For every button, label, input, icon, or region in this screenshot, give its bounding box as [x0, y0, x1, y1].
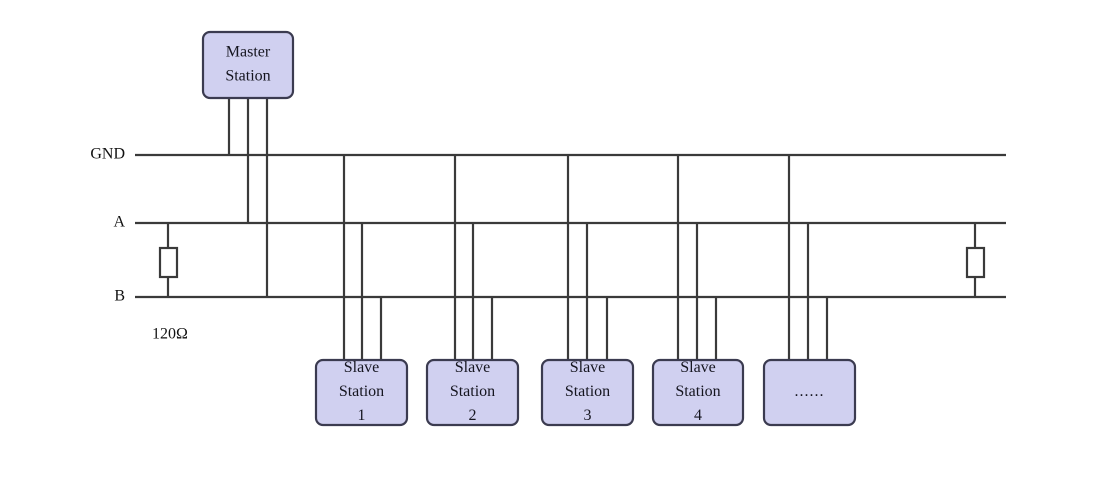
slave-station-3-label-line-1: Slave: [570, 359, 606, 376]
termination-resistor-right-body: [965, 246, 986, 279]
slave-station-1-label-line-2: Station: [339, 383, 384, 400]
master-station-box[interactable]: [201, 30, 295, 100]
bus-labels-layer: GND A B 120Ω: [90, 146, 188, 343]
termination-resistor-right: [965, 223, 986, 297]
slave-station-more[interactable]: ......: [762, 358, 857, 427]
slave-station-4-box[interactable]: [651, 358, 745, 427]
slave-station-3-label-line-3: 3: [584, 407, 592, 424]
termination-resistor-left-body: [158, 246, 179, 279]
slave-station-2-label-line-2: Station: [450, 383, 495, 400]
station-boxes-layer: MasterStationSlaveStation1SlaveStation2S…: [201, 30, 857, 427]
slave-station-1-box[interactable]: [314, 358, 409, 427]
bus-lines-layer: [135, 153, 1006, 299]
slave-station-4-label-line-3: 4: [694, 407, 702, 424]
slave-station-4-label-line-1: Slave: [680, 359, 716, 376]
slave-station-3-label-line-2: Station: [565, 383, 610, 400]
terminators-layer: [158, 223, 986, 297]
bus-label-a: A: [113, 214, 125, 231]
slave-station-2-label-line-1: Slave: [455, 359, 491, 376]
master-station-label-line-2: Station: [225, 68, 270, 85]
slave-station-4-label-line-2: Station: [675, 383, 720, 400]
slave-station-1-label-line-1: Slave: [344, 359, 380, 376]
termination-resistor-left-value: 120Ω: [152, 326, 188, 343]
connection-stubs-layer: [227, 98, 829, 360]
slave-station-2-box[interactable]: [425, 358, 520, 427]
termination-resistor-left: [158, 223, 179, 297]
bus-label-b: B: [114, 288, 125, 305]
bus-label-gnd: GND: [90, 146, 125, 163]
master-station-label-line-1: Master: [226, 44, 271, 61]
slave-station-2-label-line-3: 2: [469, 407, 477, 424]
slave-station-more-label-line-1: ......: [795, 383, 825, 400]
slave-station-3-box[interactable]: [540, 358, 635, 427]
slave-station-more-box[interactable]: [762, 358, 857, 427]
slave-station-1-label-line-3: 1: [358, 407, 366, 424]
